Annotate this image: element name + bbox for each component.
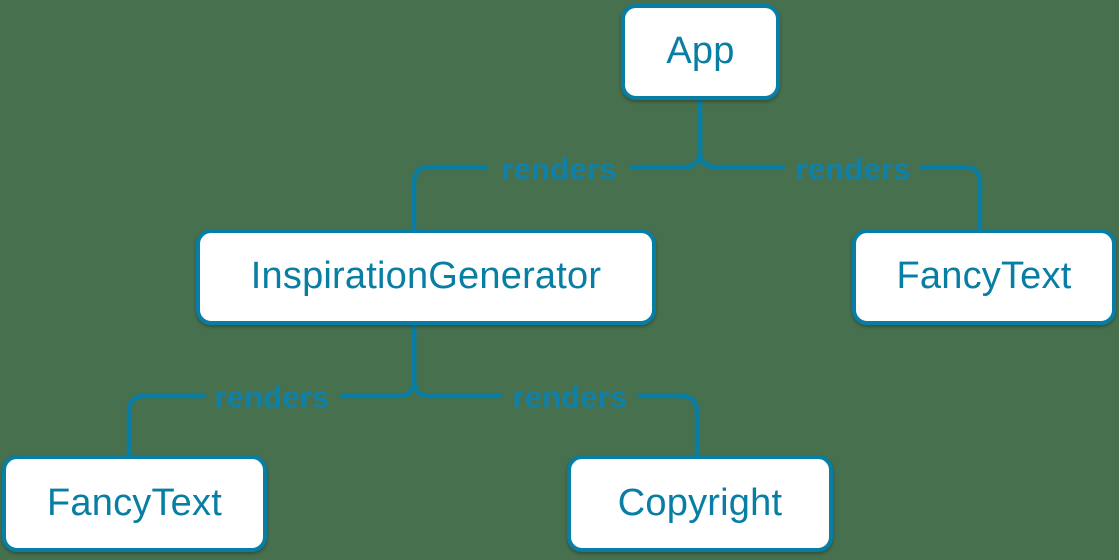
node-inspiration-generator-label: InspirationGenerator <box>250 255 602 297</box>
edge-label-inspirationgenerator-fancytext: renders <box>214 379 330 415</box>
edge-label-inspirationgenerator-copyright: renders <box>512 379 628 415</box>
node-copyright: Copyright <box>567 455 833 552</box>
edge-label-app-fancytext: renders <box>795 151 911 187</box>
node-fancy-text-top: FancyText <box>852 229 1116 325</box>
edge-label-app-inspirationgenerator: renders <box>501 151 617 187</box>
node-app-label: App <box>666 30 735 72</box>
node-fancy-text-bottom-label: FancyText <box>47 481 222 524</box>
node-fancy-text-top-label: FancyText <box>896 255 1072 297</box>
node-copyright-label: Copyright <box>617 481 783 524</box>
node-fancy-text-bottom: FancyText <box>2 455 267 552</box>
node-inspiration-generator: InspirationGenerator <box>196 229 656 325</box>
edge-inspirationgenerator-to-copyright <box>411 322 700 458</box>
edge-app-to-fancytext <box>697 97 983 232</box>
node-app: App <box>621 4 780 100</box>
